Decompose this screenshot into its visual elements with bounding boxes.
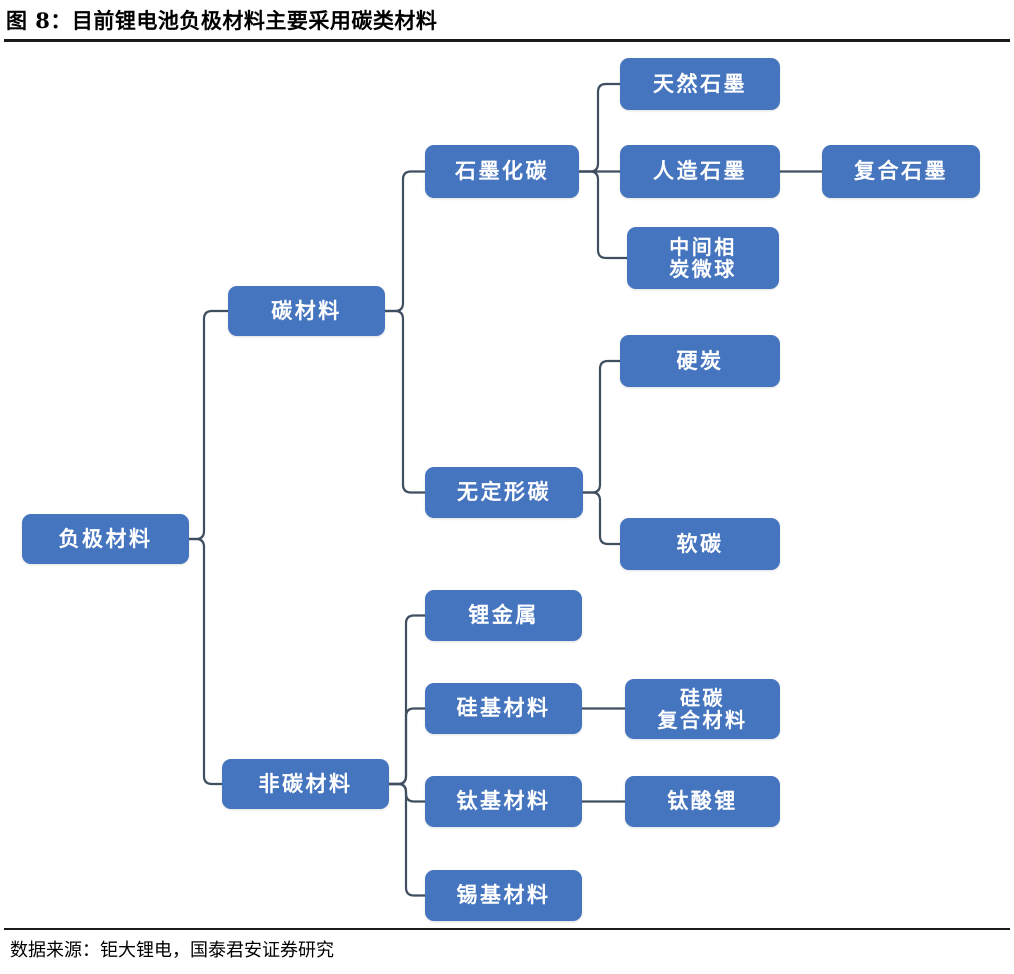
figure-source-note: 数据来源：钜大锂电，国泰君安证券研究 (10, 940, 334, 961)
connector-graphitic-to-mcmb (577, 170, 629, 260)
tree-node-amorphous[interactable]: 无定形碳 (425, 467, 583, 518)
tree-node-artgraph[interactable]: 人造石墨 (620, 145, 780, 198)
tree-node-noncarbon[interactable]: 非碳材料 (222, 759, 389, 809)
tree-node-carbon[interactable]: 碳材料 (228, 286, 385, 336)
title-divider-rule (4, 39, 1010, 42)
connector-amorphous-to-softcarbon (581, 491, 622, 546)
tree-node-lto[interactable]: 钛酸锂 (625, 776, 780, 827)
tree-node-natgraph[interactable]: 天然石墨 (620, 58, 780, 110)
connector-root-to-noncarbon (187, 537, 224, 786)
tree-node-limetal[interactable]: 锂金属 (425, 590, 582, 641)
tree-node-mcmb[interactable]: 中间相 炭微球 (627, 227, 779, 289)
connector-carbon-to-amorphous (383, 309, 427, 494)
node-layer: 负极材料 碳材料非碳材料 石墨化碳无定形碳 天然石墨人造石墨复合石墨中间相 炭微球硬炭… (0, 42, 1014, 926)
tree-node-titanium[interactable]: 钛基材料 (425, 776, 582, 827)
tree-node-hardcarbon[interactable]: 硬炭 (620, 335, 780, 387)
connector-noncarbon-to-tin (387, 782, 427, 897)
figure-title: 图 8：目前锂电池负极材料主要采用碳类材料 (6, 8, 438, 33)
footer-divider-rule (4, 928, 1010, 930)
tree-node-softcarbon[interactable]: 软碳 (620, 518, 780, 570)
tree-node-tin[interactable]: 锡基材料 (425, 870, 582, 921)
connector-lines-layer (187, 82, 824, 897)
tree-node-compgraph[interactable]: 复合石墨 (822, 145, 980, 198)
tree-node-sicomposite[interactable]: 硅碳 复合材料 (625, 679, 780, 739)
tree-node-root[interactable]: 负极材料 (22, 514, 189, 564)
tree-node-graphitic[interactable]: 石墨化碳 (425, 145, 579, 198)
tree-diagram-canvas: 负极材料 碳材料非碳材料 石墨化碳无定形碳 天然石墨人造石墨复合石墨中间相 炭微球硬炭… (0, 42, 1014, 926)
tree-node-silicon[interactable]: 硅基材料 (425, 683, 582, 734)
